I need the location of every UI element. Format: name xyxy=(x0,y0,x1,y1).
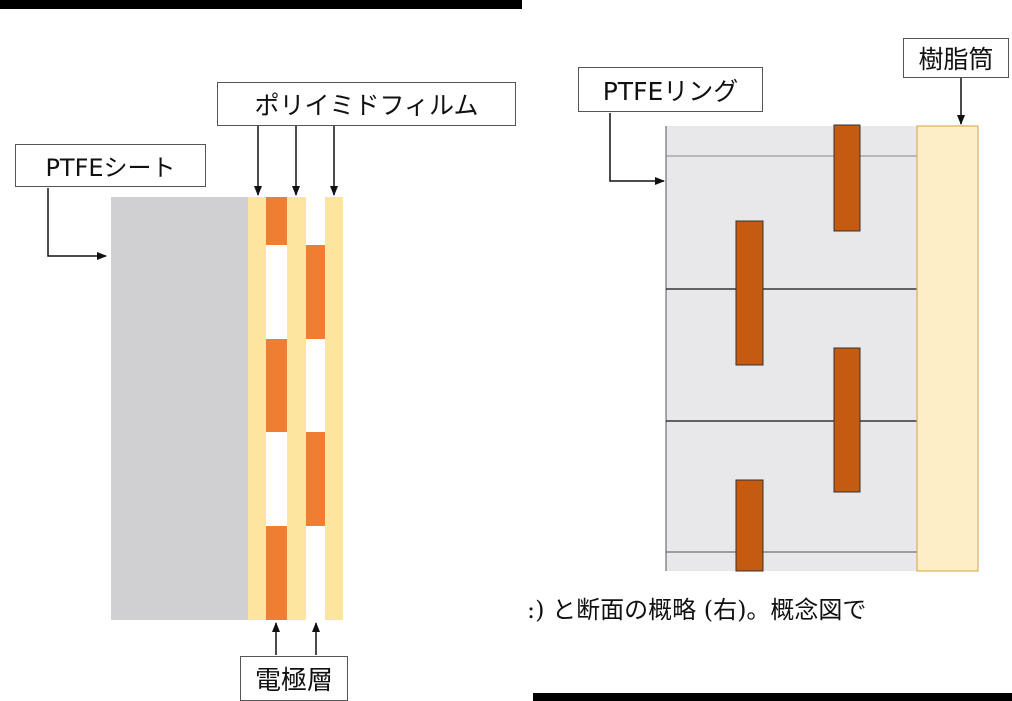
electrode-block xyxy=(833,124,861,232)
electrode-segment xyxy=(266,526,287,620)
electrode-segment xyxy=(306,245,325,339)
ptfe-sheet-block xyxy=(111,197,248,620)
left-diagram xyxy=(47,125,343,655)
caption-text: :) と断面の概略 (右)。概念図で xyxy=(527,596,867,624)
polyimide-film-label: ポリイミドフィルム xyxy=(217,82,516,126)
polyimide-film-2 xyxy=(287,197,306,620)
ptfe-ring-label: PTFEリング xyxy=(578,67,763,112)
electrode-block xyxy=(833,347,861,493)
ptfe-ring-arrow xyxy=(609,113,665,185)
electrode-segment xyxy=(266,197,287,245)
bottom-black-bar xyxy=(533,693,1012,701)
right-diagram xyxy=(609,77,979,572)
electrode-block xyxy=(735,220,764,366)
electrode-segment xyxy=(266,339,287,432)
polyimide-film-1 xyxy=(248,197,266,620)
polyimide-film-3 xyxy=(325,197,343,620)
electrode-segment xyxy=(306,432,325,526)
ptfe-sheet-arrow xyxy=(47,188,107,260)
electrode-block xyxy=(735,479,764,572)
resin-tube-label: 樹脂筒 xyxy=(903,38,1009,78)
electrode-layer-label: 電極層 xyxy=(240,656,348,701)
top-black-bar xyxy=(0,0,522,9)
ptfe-sheet-label: PTFEシート xyxy=(15,144,206,187)
resin-tube xyxy=(916,125,979,572)
ptfe-ring-stack xyxy=(666,126,917,571)
